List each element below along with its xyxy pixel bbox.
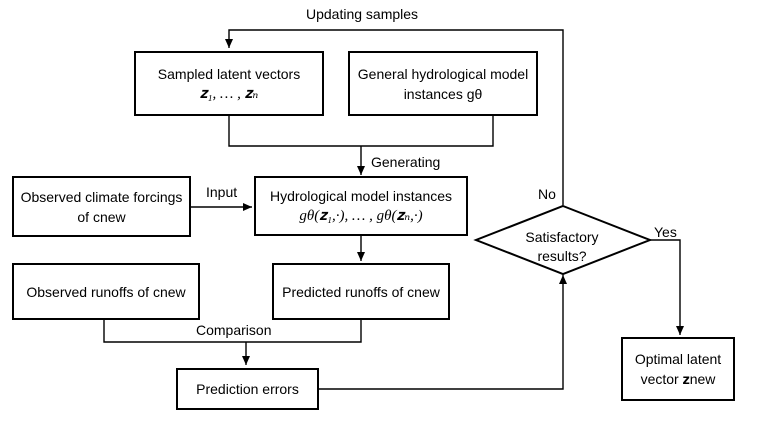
connector-no-loop <box>225 29 564 205</box>
decision-label-1: Satisfactory <box>525 229 599 245</box>
decision-text: Satisfactory results? <box>476 222 648 272</box>
optimal-latent-label-2: vector 𝐳new <box>640 371 716 387</box>
connector-observed-merge <box>103 320 362 343</box>
general-model-box: General hydrological model instances gθ <box>348 51 538 116</box>
prediction-errors-box: Prediction errors <box>176 368 319 410</box>
model-instances-math: gθ(𝐳₁,·), … , gθ(𝐳ₙ,·) <box>299 208 423 224</box>
connector-errors-to-decision <box>319 275 567 390</box>
yes-label: Yes <box>654 224 677 240</box>
connector-general-merge <box>361 116 494 147</box>
optimal-latent-box: Optimal latent vector 𝐳new <box>621 337 735 401</box>
observed-runoffs-box: Observed runoffs of cnew <box>12 263 200 320</box>
prediction-errors-label: Prediction errors <box>196 381 299 397</box>
sampled-latent-label: Sampled latent vectors <box>157 65 301 82</box>
model-instances-box: Hydrological model instances gθ(𝐳₁,·), …… <box>254 176 468 236</box>
predicted-runoffs-box: Predicted runoffs of cnew <box>272 263 450 320</box>
generating-label: Generating <box>371 154 441 170</box>
observed-runoffs-label: Observed runoffs of cnew <box>26 283 186 300</box>
no-label: No <box>538 186 556 202</box>
sampled-latent-math: 𝐳₁, … , 𝐳ₙ <box>199 85 259 102</box>
decision-diamond <box>473 204 653 276</box>
input-label: Input <box>206 184 238 200</box>
decision-label-2: results? <box>537 248 587 264</box>
general-model-label-2: instances gθ <box>403 85 483 102</box>
observed-climate-box: Observed climate forcings of cnew <box>12 176 191 237</box>
observed-climate-label-2: of cnew <box>77 208 126 225</box>
model-instances-label: Hydrological model instances <box>269 188 453 204</box>
optimal-latent-label: Optimal latent <box>634 351 722 367</box>
connector-yes <box>650 239 684 335</box>
sampled-latent-vectors-box: Sampled latent vectors 𝐳₁, … , 𝐳ₙ <box>134 51 324 116</box>
updating-samples-label: Updating samples <box>306 6 419 22</box>
general-model-label: General hydrological model <box>357 65 529 82</box>
observed-climate-label: Observed climate forcings <box>20 188 183 205</box>
connector-sampled-merge <box>228 116 361 147</box>
comparison-label: Comparison <box>196 322 272 338</box>
predicted-runoffs-label: Predicted runoffs of cnew <box>282 283 440 300</box>
